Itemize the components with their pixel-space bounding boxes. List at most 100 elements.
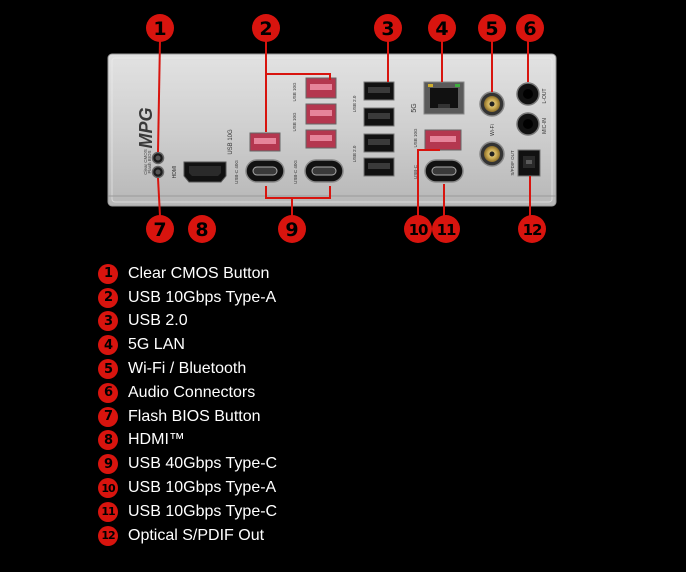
legend-item: 12 Optical S/PDIF Out [98,524,277,548]
svg-text:5: 5 [485,18,498,40]
legend-item: 11 USB 10Gbps Type-C [98,500,277,524]
lan-5g-label: 5G [411,103,418,112]
callout-11: 11 [432,215,460,243]
usb-10g-right-label: USB 10G [413,128,418,148]
legend-label: USB 10Gbps Type-A [128,479,277,497]
usb-c-40g-right-label: USB-C 40G [293,160,298,184]
legend-item: 7 Flash BIOS Button [98,405,277,429]
legend-item: 8 HDMI™ [98,429,277,453]
svg-text:9: 9 [285,219,298,241]
legend-item: 5 Wi-Fi / Bluetooth [98,357,277,381]
callout-2: 2 [252,14,280,42]
usb-c-40g-port-right[interactable] [304,159,344,183]
callout-5: 5 [478,14,506,42]
hdmi-port[interactable] [183,161,227,183]
usb-c-40g-left-label: USB-C 40G [234,160,239,184]
svg-text:2: 2 [259,18,272,40]
usb-10g-type-a-port-right[interactable] [424,129,462,151]
legend-label: USB 40Gbps Type-C [128,455,278,473]
legend-label: USB 2.0 [128,312,188,330]
legend-item: 1 Clear CMOS Button [98,262,277,286]
svg-text:10: 10 [409,221,428,239]
usb-10g-type-a-port-low[interactable] [305,129,337,149]
legend-badge: 9 [98,454,118,475]
legend-badge: 12 [98,525,118,546]
legend-badge: 11 [98,501,118,522]
legend-label: Optical S/PDIF Out [128,526,265,544]
audio-mic-in-jack[interactable] [516,112,540,136]
wifi-label: Wi-Fi [490,124,496,136]
callout-10: 10 [404,215,432,243]
legend-label: Wi-Fi / Bluetooth [128,360,247,378]
svg-text:12: 12 [523,221,542,239]
legend-label: HDMI™ [128,431,185,449]
spdif-label: S/PDIF OUT [510,150,515,176]
usb-2-bottom-label: USB 2.0 [352,145,357,162]
svg-text:6: 6 [523,18,536,40]
callout-12: 12 [518,215,546,243]
usb-2-port-2[interactable] [363,107,395,127]
legend-badge: 4 [98,335,118,356]
mpg-logo: MPG [136,107,156,148]
mic-in-label: MIC-IN [542,118,548,134]
legend-label: Clear CMOS Button [128,264,270,282]
audio-line-out-jack[interactable] [516,82,540,106]
legend-label: Audio Connectors [128,383,256,401]
legend-badge: 8 [98,430,118,451]
legend-item: 4 5G LAN [98,333,277,357]
usb-10g-type-a-port-main[interactable] [249,132,281,152]
svg-text:11: 11 [437,221,456,239]
callout-3: 3 [374,14,402,42]
legend-badge: 1 [98,263,118,284]
svg-text:3: 3 [381,18,394,40]
clear-cmos-button[interactable] [151,151,165,165]
svg-text:1: 1 [153,18,166,40]
legend-item: 10 USB 10Gbps Type-A [98,476,277,500]
legend-item: 3 USB 2.0 [98,310,277,334]
svg-text:8: 8 [195,219,208,241]
legend-badge: 5 [98,359,118,380]
legend-badge: 2 [98,287,118,308]
legend-label: USB 10Gbps Type-A [128,288,277,306]
callout-7: 7 [146,215,174,243]
usb-c-10g-port-right[interactable] [424,159,464,183]
callout-6: 6 [516,14,544,42]
legend-item: 2 USB 10Gbps Type-A [98,286,277,310]
usb-2-top-label: USB 2.0 [352,95,357,112]
leader-lines [157,39,531,218]
callout-4: 4 [428,14,456,42]
legend-item: 6 Audio Connectors [98,381,277,405]
lan-5g-port[interactable] [423,81,465,115]
usb-2-port-3[interactable] [363,133,395,153]
usb-2-port-1[interactable] [363,81,395,101]
hdmi-label: HDMI [172,166,178,179]
usb-10g-mid-label: USB 10G [292,112,297,132]
legend-label: Flash BIOS Button [128,407,261,425]
legend-label: USB 10Gbps Type-C [128,502,278,520]
flash-bios-label: Flash BIOS [147,150,152,173]
flash-bios-button[interactable] [151,165,165,179]
spdif-optical-port[interactable] [517,149,541,177]
svg-text:4: 4 [435,18,448,40]
usb-10g-type-a-port-top[interactable] [305,77,337,99]
legend-badge: 3 [98,311,118,332]
usb-c-right-label: USB-C [413,164,418,179]
io-panel-diagram: MPG Clear CMOS Flash BIOS HDMI USB 10G U… [107,14,557,243]
usb-2-port-4[interactable] [363,157,395,177]
mpg-logo-text: MPG [136,107,156,148]
usb-10g-main-label: USB 10G [228,129,234,155]
usb-c-40g-port-left[interactable] [245,159,285,183]
legend-badge: 6 [98,382,118,403]
usb-10g-top-label: USB 10G [292,82,297,102]
callout-9: 9 [278,215,306,243]
wifi-antenna-connector-bottom[interactable] [479,141,505,167]
line-out-label: L-OUT [542,89,548,104]
usb-10g-type-a-port-mid[interactable] [305,103,337,125]
clear-cmos-label: Clear CMOS [143,149,148,175]
wifi-antenna-connector-top[interactable] [479,91,505,117]
legend-badge: 10 [98,478,118,499]
callout-1: 1 [146,14,174,42]
legend-badge: 7 [98,406,118,427]
legend-label: 5G LAN [128,336,185,354]
